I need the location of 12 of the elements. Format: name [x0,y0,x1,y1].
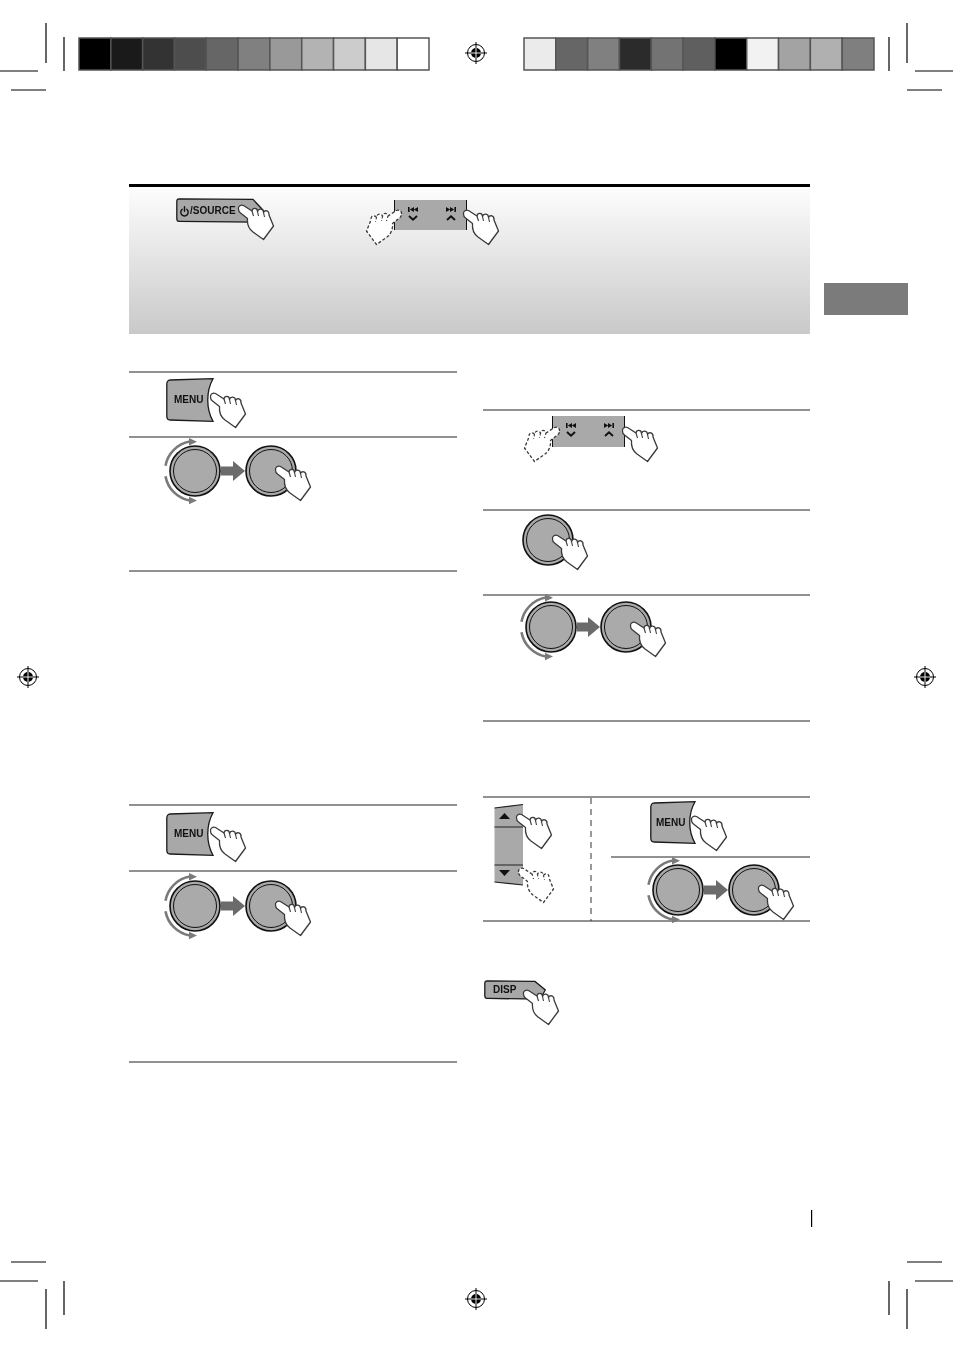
arrow [221,461,245,481]
push-button: MENU [166,378,214,422]
arrow [704,880,728,900]
arrow [221,896,245,916]
rotary-knob [652,864,704,916]
rotary-knob [169,880,221,932]
push-button: MENU [650,801,696,844]
arrow [577,617,600,637]
push-button: MENU [166,812,214,856]
rotary-knob [525,601,577,653]
section-tab [824,283,908,315]
rotary-knob [169,445,221,497]
